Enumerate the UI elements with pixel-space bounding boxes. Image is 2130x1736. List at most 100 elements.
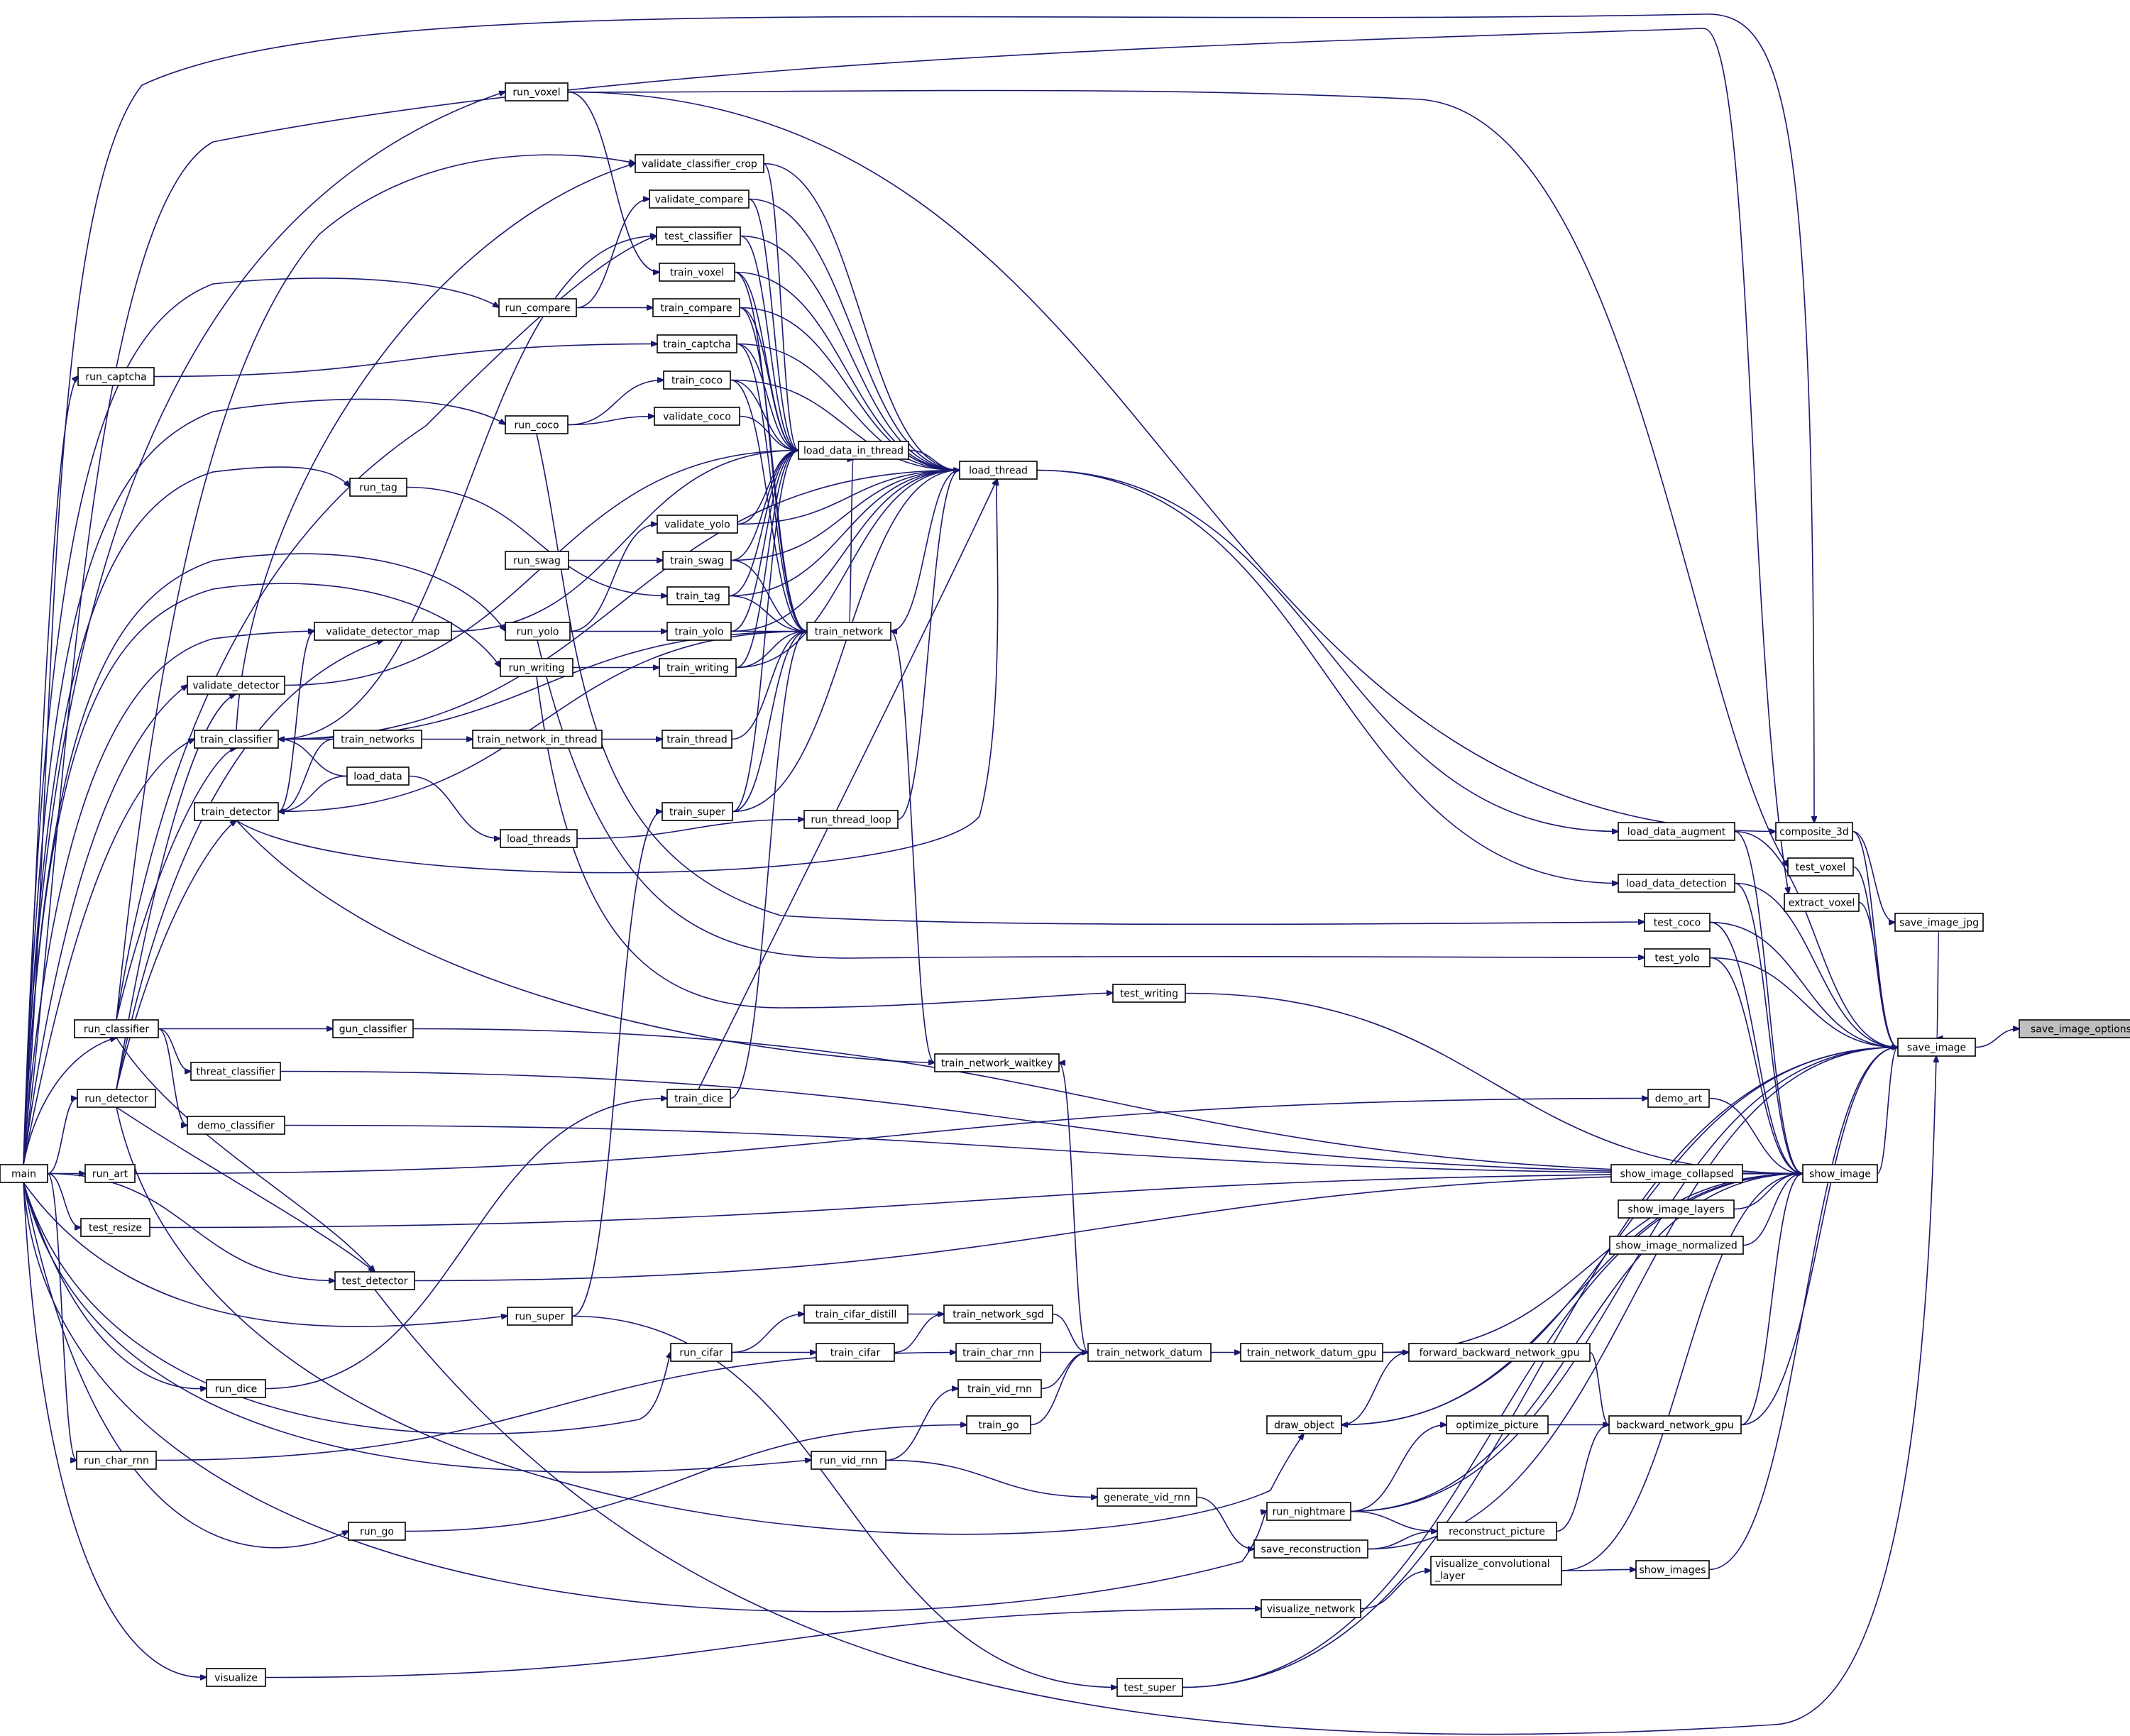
node-threat_classifier[interactable]: threat_classifier bbox=[190, 1062, 281, 1081]
node-label: run_thread_loop bbox=[811, 815, 891, 826]
node-train_char_rnn[interactable]: train_char_rnn bbox=[955, 1343, 1041, 1362]
node-load_data_detection[interactable]: load_data_detection bbox=[1618, 874, 1735, 893]
node-gun_classifier[interactable]: gun_classifier bbox=[332, 1019, 414, 1038]
node-visualize[interactable]: visualize bbox=[206, 1668, 266, 1687]
node-load_threads[interactable]: load_threads bbox=[500, 829, 578, 848]
node-draw_object[interactable]: draw_object bbox=[1266, 1415, 1342, 1434]
node-generate_vid_rnn[interactable]: generate_vid_rnn bbox=[1097, 1488, 1197, 1507]
edge-test_detector-to-save_image bbox=[374, 1056, 1936, 1735]
node-train_network_datum_gpu[interactable]: train_network_datum_gpu bbox=[1240, 1343, 1383, 1362]
node-train_network_datum[interactable]: train_network_datum bbox=[1087, 1343, 1212, 1362]
node-backward_network_gpu[interactable]: backward_network_gpu bbox=[1608, 1415, 1742, 1434]
node-run_yolo[interactable]: run_yolo bbox=[505, 622, 571, 641]
node-save_image_jpg[interactable]: save_image_jpg bbox=[1894, 913, 1984, 932]
node-main[interactable]: main bbox=[0, 1164, 48, 1183]
node-run_dice[interactable]: run_dice bbox=[206, 1379, 266, 1398]
node-load_thread[interactable]: load_thread bbox=[959, 461, 1038, 480]
node-train_network_sgd[interactable]: train_network_sgd bbox=[943, 1304, 1053, 1324]
node-save_image[interactable]: save_image bbox=[1897, 1038, 1976, 1057]
node-train_thread[interactable]: train_thread bbox=[661, 730, 732, 749]
node-validate_detector[interactable]: validate_detector bbox=[187, 676, 285, 695]
node-validate_compare[interactable]: validate_compare bbox=[649, 189, 750, 209]
node-train_writing[interactable]: train_writing bbox=[659, 658, 737, 677]
node-run_classifier[interactable]: run_classifier bbox=[74, 1019, 159, 1038]
node-label: train_tag bbox=[676, 591, 720, 603]
node-show_image_normalized[interactable]: show_image_normalized bbox=[1609, 1236, 1744, 1255]
node-train_networks[interactable]: train_networks bbox=[333, 730, 422, 749]
node-run_cifar[interactable]: run_cifar bbox=[670, 1343, 732, 1362]
node-train_tag[interactable]: train_tag bbox=[666, 586, 730, 605]
node-train_classifier[interactable]: train_classifier bbox=[194, 730, 279, 749]
node-show_image[interactable]: show_image bbox=[1802, 1164, 1878, 1183]
node-run_vid_rnn[interactable]: run_vid_rnn bbox=[811, 1451, 886, 1470]
node-train_cifar[interactable]: train_cifar bbox=[816, 1343, 895, 1362]
node-validate_yolo[interactable]: validate_yolo bbox=[657, 515, 738, 534]
node-train_voxel[interactable]: train_voxel bbox=[659, 263, 735, 282]
node-train_super[interactable]: train_super bbox=[661, 802, 733, 821]
node-train_detector[interactable]: train_detector bbox=[194, 802, 279, 821]
node-run_art[interactable]: run_art bbox=[84, 1164, 136, 1183]
node-label: test_coco bbox=[1654, 918, 1701, 929]
node-test_super[interactable]: test_super bbox=[1116, 1678, 1183, 1697]
node-run_writing[interactable]: run_writing bbox=[500, 658, 573, 677]
node-run_tag[interactable]: run_tag bbox=[349, 478, 407, 497]
node-box bbox=[955, 1343, 1041, 1362]
node-load_data[interactable]: load_data bbox=[346, 767, 410, 786]
node-test_voxel[interactable]: test_voxel bbox=[1787, 857, 1854, 877]
node-test_yolo[interactable]: test_yolo bbox=[1644, 948, 1711, 967]
node-train_network[interactable]: train_network bbox=[806, 622, 891, 641]
node-train_network_in_thread[interactable]: train_network_in_thread bbox=[472, 730, 603, 749]
node-test_detector[interactable]: test_detector bbox=[334, 1271, 415, 1290]
node-demo_art[interactable]: demo_art bbox=[1647, 1089, 1710, 1108]
edge-train_captcha-to-load_data_in_thread bbox=[736, 343, 798, 451]
node-train_coco[interactable]: train_coco bbox=[663, 370, 731, 390]
node-train_go[interactable]: train_go bbox=[966, 1415, 1031, 1434]
node-run_thread_loop[interactable]: run_thread_loop bbox=[803, 810, 899, 829]
node-train_network_waitkey[interactable]: train_network_waitkey bbox=[934, 1053, 1060, 1072]
node-validate_detector_map[interactable]: validate_detector_map bbox=[314, 622, 452, 641]
node-box bbox=[77, 1089, 156, 1108]
node-forward_backward_network_gpu[interactable]: forward_backward_network_gpu bbox=[1408, 1343, 1591, 1362]
node-validate_coco[interactable]: validate_coco bbox=[654, 407, 740, 426]
node-box bbox=[1644, 913, 1711, 932]
node-train_vid_rnn[interactable]: train_vid_rnn bbox=[957, 1379, 1042, 1398]
node-box bbox=[1775, 822, 1853, 841]
node-run_swag[interactable]: run_swag bbox=[505, 551, 569, 570]
node-validate_classifier_crop[interactable]: validate_classifier_crop bbox=[635, 154, 764, 173]
node-show_image_collapsed[interactable]: show_image_collapsed bbox=[1610, 1164, 1743, 1183]
node-train_captcha[interactable]: train_captcha bbox=[657, 334, 737, 353]
node-composite_3d[interactable]: composite_3d bbox=[1775, 822, 1853, 841]
edge-test_classifier-to-load_data_in_thread bbox=[740, 235, 798, 451]
node-run_go[interactable]: run_go bbox=[348, 1522, 406, 1541]
node-demo_classifier[interactable]: demo_classifier bbox=[187, 1116, 285, 1135]
node-run_coco[interactable]: run_coco bbox=[505, 415, 569, 434]
node-visualize_convolutional_layer[interactable]: visualize_convolutional_layer bbox=[1430, 1556, 1562, 1586]
node-visualize_network[interactable]: visualize_network bbox=[1261, 1599, 1361, 1618]
node-reconstruct_picture[interactable]: reconstruct_picture bbox=[1437, 1522, 1557, 1541]
node-box bbox=[1266, 1415, 1342, 1434]
node-train_compare[interactable]: train_compare bbox=[652, 298, 740, 317]
node-extract_voxel[interactable]: extract_voxel bbox=[1784, 893, 1860, 912]
node-test_coco[interactable]: test_coco bbox=[1644, 913, 1711, 932]
node-show_images[interactable]: show_images bbox=[1635, 1560, 1710, 1579]
node-run_nightmare[interactable]: run_nightmare bbox=[1266, 1502, 1351, 1521]
node-run_captcha[interactable]: run_captcha bbox=[77, 367, 155, 386]
node-train_dice[interactable]: train_dice bbox=[666, 1089, 731, 1108]
node-run_super[interactable]: run_super bbox=[507, 1307, 573, 1326]
node-train_yolo[interactable]: train_yolo bbox=[666, 622, 732, 641]
node-save_reconstruction[interactable]: save_reconstruction bbox=[1253, 1539, 1368, 1559]
node-load_data_in_thread[interactable]: load_data_in_thread bbox=[798, 441, 909, 460]
node-run_char_rnn[interactable]: run_char_rnn bbox=[76, 1451, 157, 1470]
node-test_resize[interactable]: test_resize bbox=[80, 1218, 150, 1237]
node-train_cifar_distill[interactable]: train_cifar_distill bbox=[803, 1304, 908, 1324]
node-optimize_picture[interactable]: optimize_picture bbox=[1446, 1415, 1549, 1434]
node-show_image_layers[interactable]: show_image_layers bbox=[1618, 1199, 1735, 1219]
node-run_voxel[interactable]: run_voxel bbox=[505, 82, 569, 101]
node-train_swag[interactable]: train_swag bbox=[662, 551, 732, 570]
node-save_image_options[interactable]: save_image_options bbox=[2019, 1019, 2130, 1038]
node-run_detector[interactable]: run_detector bbox=[77, 1089, 156, 1108]
node-load_data_augment[interactable]: load_data_augment bbox=[1618, 822, 1735, 841]
node-run_compare[interactable]: run_compare bbox=[498, 298, 577, 317]
node-test_writing[interactable]: test_writing bbox=[1112, 984, 1186, 1003]
node-test_classifier[interactable]: test_classifier bbox=[656, 226, 741, 246]
